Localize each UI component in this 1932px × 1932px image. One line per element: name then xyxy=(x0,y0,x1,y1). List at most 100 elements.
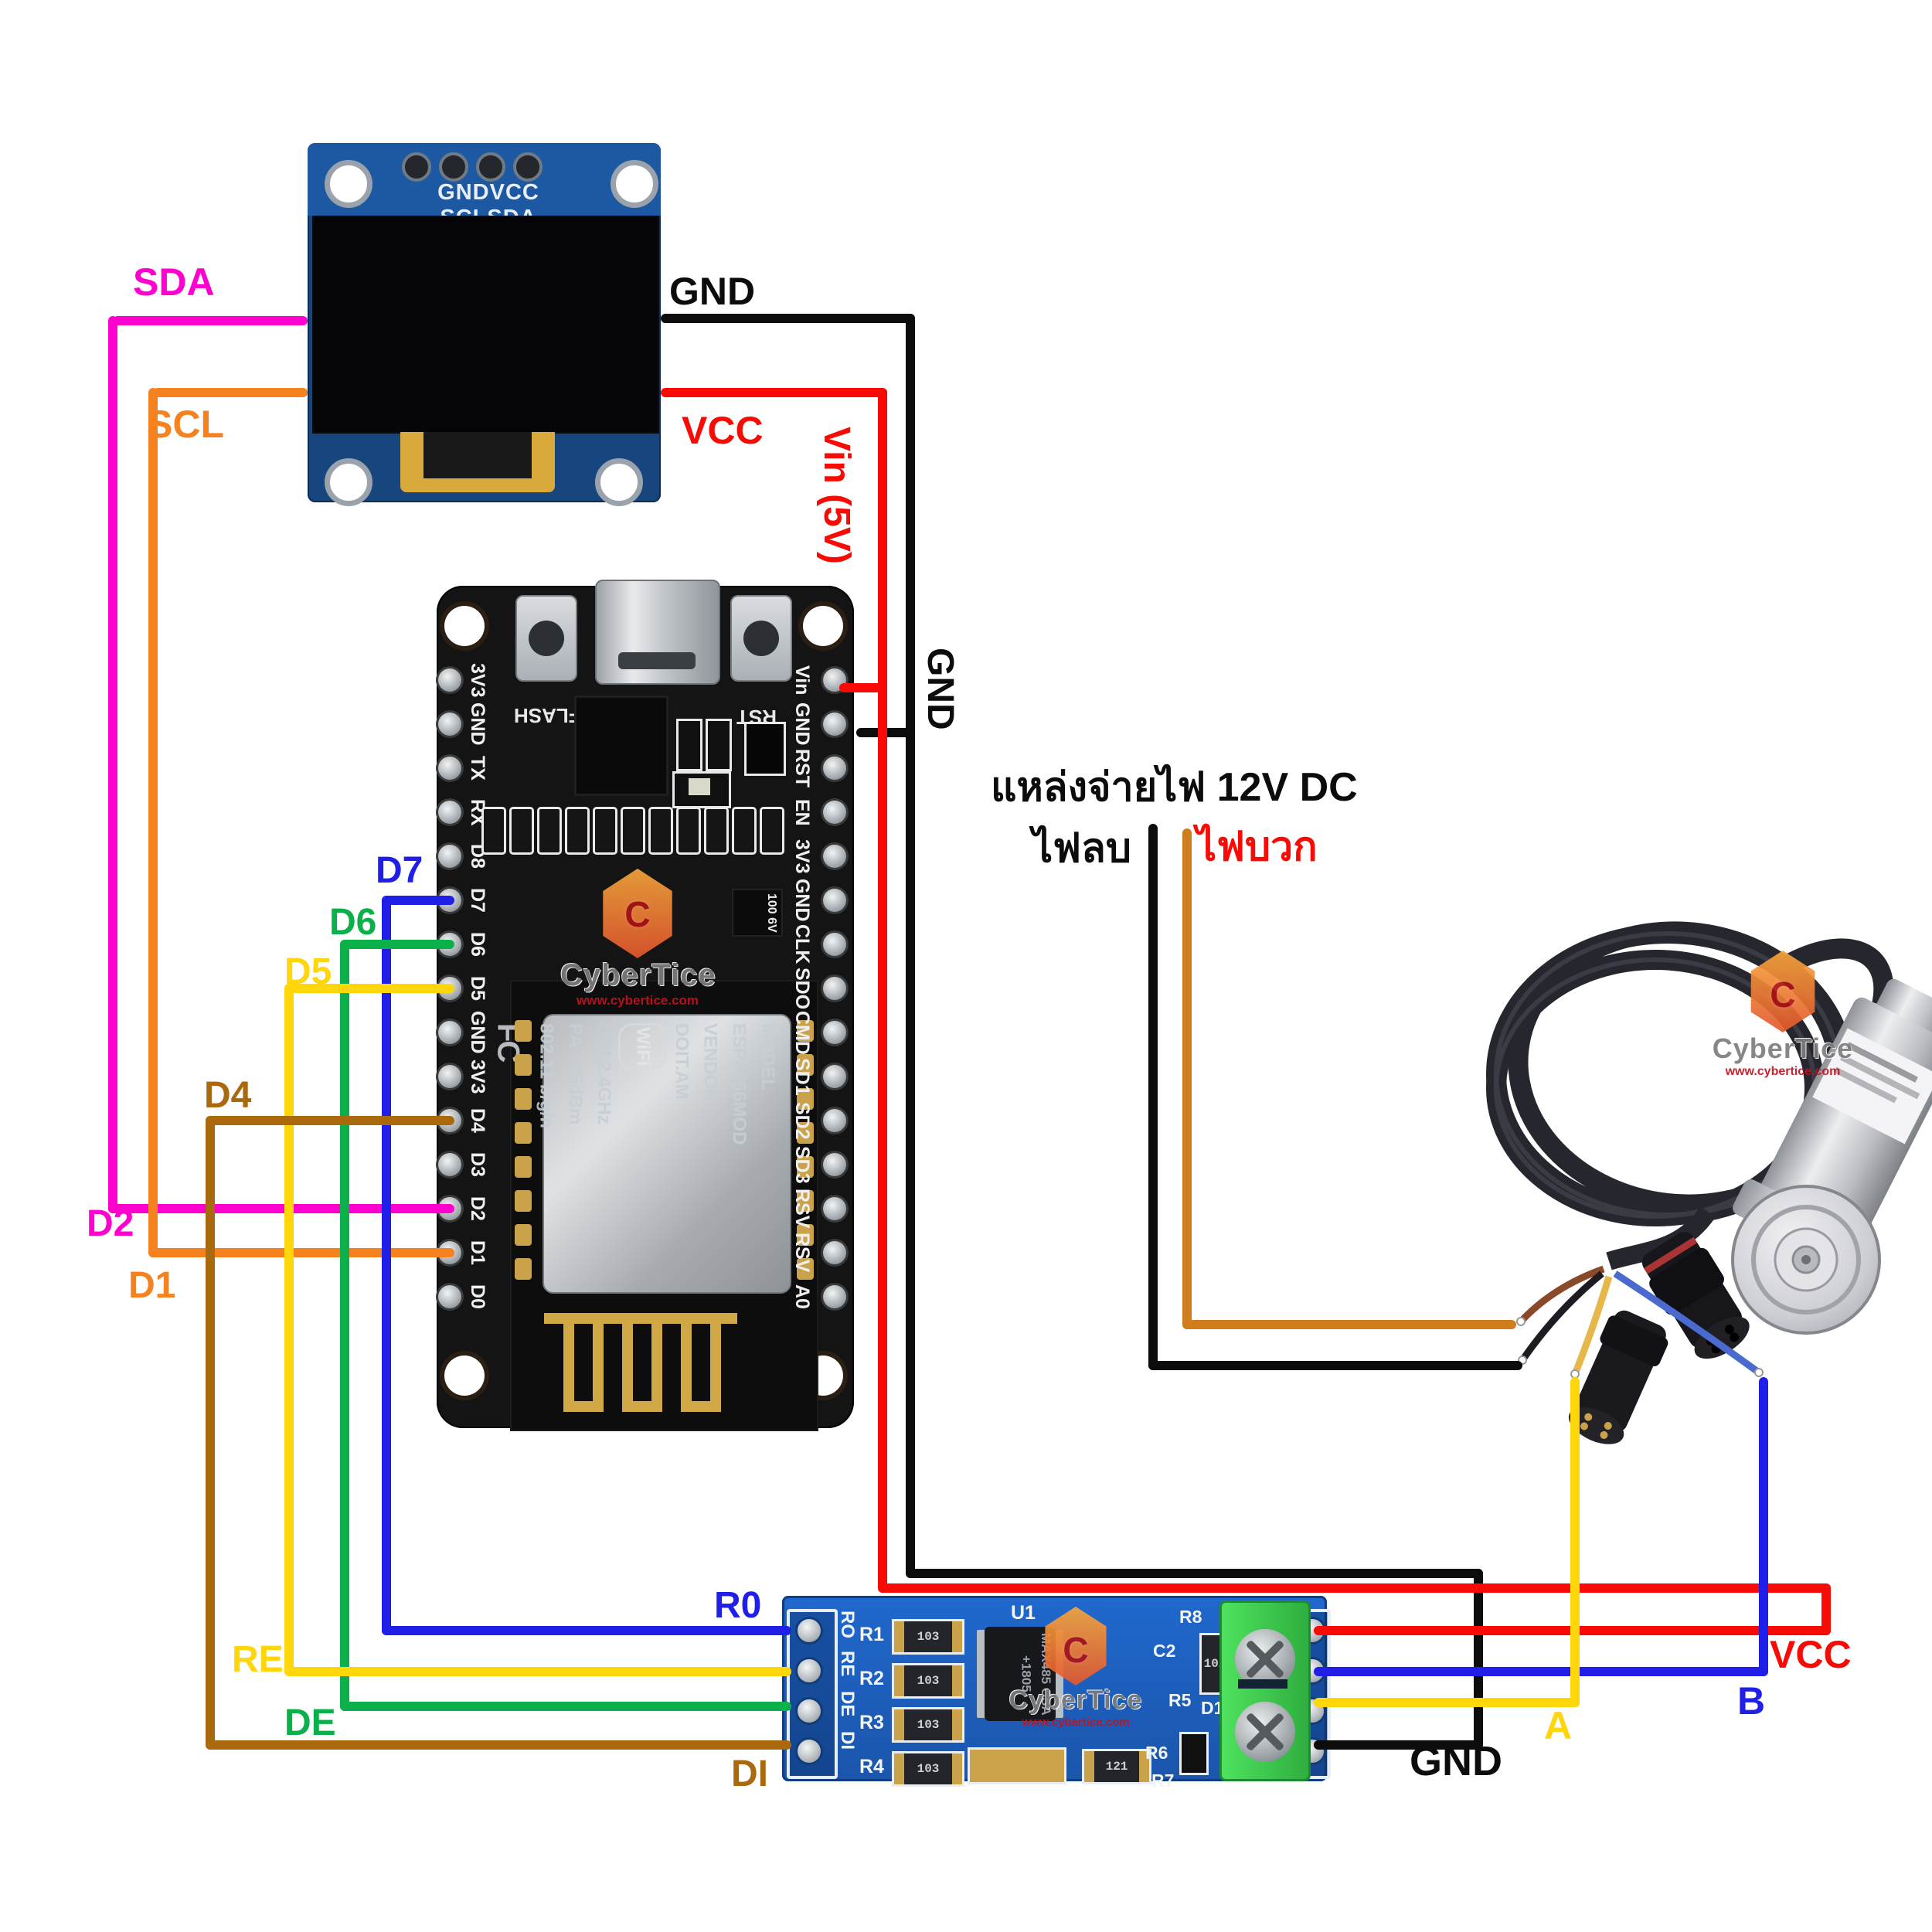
esp-text-line: VENDOR xyxy=(699,1023,721,1103)
wire-d5-re xyxy=(284,984,454,993)
mcu-pin-label-A0: A0 xyxy=(791,1284,813,1309)
mcu-pin-label-3V3: 3V3 xyxy=(467,662,488,698)
mounting-hole xyxy=(325,160,372,208)
mounting-hole xyxy=(444,606,485,646)
mcu-pin-label-TX: TX xyxy=(467,756,488,781)
castellation-pad xyxy=(797,1054,814,1076)
wire-label-D6: D6 xyxy=(329,902,377,943)
sensor-magnet-face xyxy=(1731,1185,1881,1335)
mcu-pin-left-3V3 xyxy=(438,668,461,692)
mcu-pin-label-GND: GND xyxy=(467,702,488,746)
jumper-pad xyxy=(593,807,617,855)
wire-sda xyxy=(113,316,308,325)
mcu-pin-label-GND: GND xyxy=(467,1011,488,1054)
mcu-pin-right-A0 xyxy=(823,1285,846,1308)
jumper-pad xyxy=(704,807,729,855)
mcu-pin-right-CLK xyxy=(823,933,846,956)
sensor-bare-wires xyxy=(1518,1265,1761,1376)
wire-scl xyxy=(148,1248,454,1257)
u1-label: U1 xyxy=(1011,1602,1036,1624)
castellation-pad xyxy=(797,1190,814,1212)
wire-scl xyxy=(148,388,158,1257)
cybertice-logo: C xyxy=(1045,1607,1107,1685)
resistor-R3: 103 xyxy=(892,1707,964,1743)
mcu-pin-label-D7: D7 xyxy=(467,888,488,913)
jumper-pad xyxy=(648,807,673,855)
mcu-pin-right-SD1 xyxy=(823,1065,846,1088)
mcu-pin-left-D3 xyxy=(438,1153,461,1176)
resistor-R4: 103 xyxy=(892,1751,964,1787)
wifi-antenna xyxy=(544,1313,737,1412)
esp-text-line: MODEL xyxy=(757,1023,778,1090)
jumper-pad xyxy=(509,807,534,855)
wire-label-GND: GND xyxy=(1410,1738,1502,1784)
sensor-with-cable: C CyberTice www.cybertice.com xyxy=(1461,889,1932,1476)
mcu-pin-right-EN xyxy=(823,801,846,824)
wire-vcc-5v xyxy=(878,1583,1831,1593)
mounting-hole xyxy=(444,1355,485,1396)
cable-connector-female xyxy=(1641,1232,1750,1359)
wire-d7-r0 xyxy=(382,896,391,1635)
wire-psu-positive xyxy=(1182,828,1192,1329)
wire-d4-di xyxy=(206,1116,454,1125)
resistor-label-R4: R4 xyxy=(859,1756,884,1777)
jumper-pad xyxy=(537,807,562,855)
wire-psu-negative xyxy=(1148,824,1158,1370)
mounting-hole xyxy=(325,458,372,506)
mcu-pin-right-RSV xyxy=(823,1241,846,1264)
oled-pin-sda xyxy=(513,152,543,182)
esp-text-line: PA +25dBm xyxy=(564,1023,586,1125)
cybertice-watermark: C CyberTice www.cybertice.com xyxy=(560,869,716,1009)
usb-serial-chip xyxy=(574,696,668,796)
wire-sda xyxy=(108,316,117,1213)
mcu-pin-left-TX xyxy=(438,757,461,780)
wire-oled-gnd xyxy=(1314,1740,1483,1750)
wire-vcc-5v xyxy=(661,388,887,397)
wire-label-SDA: SDA xyxy=(133,260,215,304)
castellation-pad xyxy=(515,1054,532,1076)
wire-label-ไฟลบ: ไฟลบ xyxy=(1032,826,1131,871)
mcu-pin-label-GND: GND xyxy=(791,702,813,746)
cybertice-logo: C xyxy=(1750,951,1815,1032)
castellation-pad xyxy=(797,1156,814,1178)
mcu-pin-label-D1: D1 xyxy=(467,1240,488,1265)
mcu-pin-left-GND xyxy=(438,1021,461,1044)
castellation-pad xyxy=(515,1156,532,1178)
resistor-R2: 103 xyxy=(892,1663,964,1699)
mcu-pin-label-CMD: CMD xyxy=(791,1010,813,1055)
wire-rs485-b xyxy=(1314,1667,1768,1676)
wire-d4-di xyxy=(206,1740,791,1750)
wire-label-D5: D5 xyxy=(284,951,332,992)
wire-psu-positive xyxy=(1182,1320,1516,1329)
terminal-screw xyxy=(1235,1702,1295,1762)
mcu-pin-label-3V3: 3V3 xyxy=(791,838,813,874)
cable-to-sensor xyxy=(1780,938,1894,1007)
rs485-pin-label-DI: DI xyxy=(837,1731,858,1750)
wire-d7-r0 xyxy=(382,896,454,905)
mcu-pin-label-3V3: 3V3 xyxy=(467,1059,488,1094)
screw-terminal-block xyxy=(1219,1600,1311,1781)
oled-pin-gnd xyxy=(402,152,431,182)
max485-chip: MAX485 CSA +1805 xyxy=(985,1627,1056,1721)
flash-button-label: FLASH xyxy=(514,704,581,727)
cybertice-watermark: C CyberTice www.cybertice.com xyxy=(1709,951,1856,1079)
wire-psu-negative xyxy=(1148,1361,1522,1370)
rs485-pin-DI xyxy=(798,1740,821,1763)
castellation-pad xyxy=(797,1122,814,1144)
oled-pin-vcc xyxy=(439,152,468,182)
mcu-pin-right-RSV xyxy=(823,1197,846,1220)
wire-label-R0: R0 xyxy=(714,1585,762,1626)
castellation-pad xyxy=(515,1020,532,1042)
oled-screen xyxy=(312,216,659,434)
wire-label-Vin (5V): Vin (5V) xyxy=(816,427,857,564)
mcu-pin-right-SD3 xyxy=(823,1153,846,1176)
mcu-pin-left-3V3 xyxy=(438,1065,461,1088)
mcu-pin-label-D3: D3 xyxy=(467,1152,488,1177)
wire-rs485-a xyxy=(1570,1377,1580,1707)
wire-label-RE: RE xyxy=(232,1639,284,1680)
castellation-pad xyxy=(515,1224,532,1246)
esp-text-line: WiFi xyxy=(618,1023,668,1284)
wire-label-VCC: VCC xyxy=(682,409,764,452)
